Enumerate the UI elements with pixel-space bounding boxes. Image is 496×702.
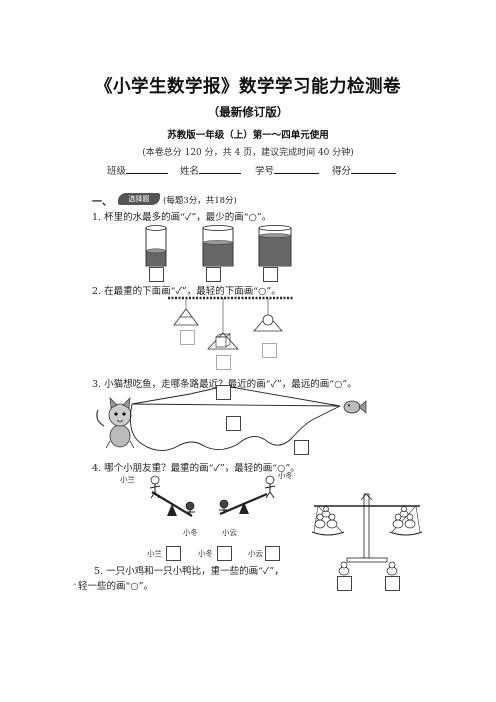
q1-cups-figure (145, 225, 292, 267)
cup-rim-1 (145, 225, 167, 231)
cup-water-surface-3 (259, 233, 291, 238)
q1-answer-box-3[interactable] (263, 267, 278, 282)
number-label: 学号 (255, 166, 275, 177)
q5-answer-box-right[interactable] (385, 576, 400, 591)
q3-answer-box-middle[interactable] (226, 416, 241, 431)
q5-chick-duck-icons (338, 561, 398, 576)
question-5-line-1: 5. 一只小鸡和一只小鸭比，重一些的画“✓”， (94, 566, 284, 577)
label-xiaoyun-mid: 小云 (222, 528, 237, 537)
class-field: 班级 (107, 163, 169, 177)
section-scoring: (每题3分，共18分) (163, 196, 237, 206)
q2-answer-box-3[interactable] (262, 343, 277, 358)
question-3: 3. 小猫想吃鱼，走哪条路最近？最近的画“✓”，最远的画“○”。 (92, 379, 357, 390)
page-title: 《小学生数学报》数学学习能力检测卷 (95, 77, 401, 97)
cup-water-1 (146, 250, 166, 266)
q3-answer-box-upper[interactable] (216, 385, 231, 400)
cup-water-surface-1 (146, 248, 166, 254)
class-label: 班级 (107, 166, 127, 177)
number-field: 学号 (255, 163, 320, 177)
label-xiaolan-top: 小兰 (120, 475, 135, 484)
q2-answer-box-1[interactable] (180, 330, 195, 345)
label-xiaodong-mid: 小冬 (183, 528, 198, 537)
number-blank[interactable] (274, 163, 320, 174)
question-2: 2. 在最重的下面画“✓”，最轻的下面画“○”。 (92, 286, 281, 297)
q5-balance-scale-figure (311, 493, 423, 563)
name-blank[interactable] (199, 163, 242, 174)
q2-answer-box-2[interactable] (216, 355, 231, 370)
edition-line: 苏教版一年级（上）第一～四单元使用 (167, 130, 329, 141)
q5-answer-box-left[interactable] (337, 576, 352, 591)
question-4: 4. 哪个小朋友重？最重的画“✓”，最轻的画“○”。 (92, 463, 300, 474)
section-numeral: 一、 (92, 197, 112, 208)
q4-answer-box-xiaolan[interactable] (166, 546, 181, 561)
answer-label-xiaoyun: 小云 (248, 549, 263, 558)
q3-paths-figure (129, 385, 341, 451)
q3-cat-figure (96, 397, 135, 449)
score-label: 得分 (332, 166, 352, 177)
name-field: 姓名 (180, 163, 242, 177)
cup-water-2 (203, 242, 233, 266)
cup-water-surface-2 (203, 240, 233, 245)
cup-water-3 (259, 235, 291, 266)
corner-mark: " (73, 583, 77, 591)
page-subtitle: （最新修订版） (207, 105, 289, 119)
answer-label-xiaodong: 小冬 (198, 549, 213, 558)
name-label: 姓名 (180, 166, 200, 177)
section-badge: 选择题 (118, 193, 160, 205)
score-blank[interactable] (351, 163, 397, 174)
cup-rim-2 (202, 225, 234, 231)
class-blank[interactable] (126, 163, 169, 174)
q3-answer-box-lower[interactable] (294, 440, 309, 455)
question-5-line-2: 轻一些的画“○”。 (78, 581, 154, 592)
q4-seesaw-figure (149, 475, 276, 517)
q1-answer-box-2[interactable] (206, 267, 221, 282)
q2-balance-figure (168, 296, 294, 350)
cup-rim-3 (258, 225, 292, 231)
q1-answer-box-1[interactable] (149, 267, 164, 282)
score-field: 得分 (332, 163, 397, 177)
q1-cups (145, 225, 292, 267)
answer-label-xiaolan: 小兰 (147, 549, 162, 558)
q4-answer-box-xiaoyun[interactable] (265, 546, 280, 561)
q4-answer-box-xiaodong[interactable] (217, 546, 232, 561)
exam-note: (本卷总分 120 分，共 4 页，建议完成时间 40 分钟) (142, 148, 354, 158)
label-xiaodong-top: 小冬 (278, 471, 293, 480)
question-1: 1. 杯里的水最多的画“✓”，最少的画“○”。 (92, 212, 272, 223)
fish-icon (343, 400, 367, 414)
